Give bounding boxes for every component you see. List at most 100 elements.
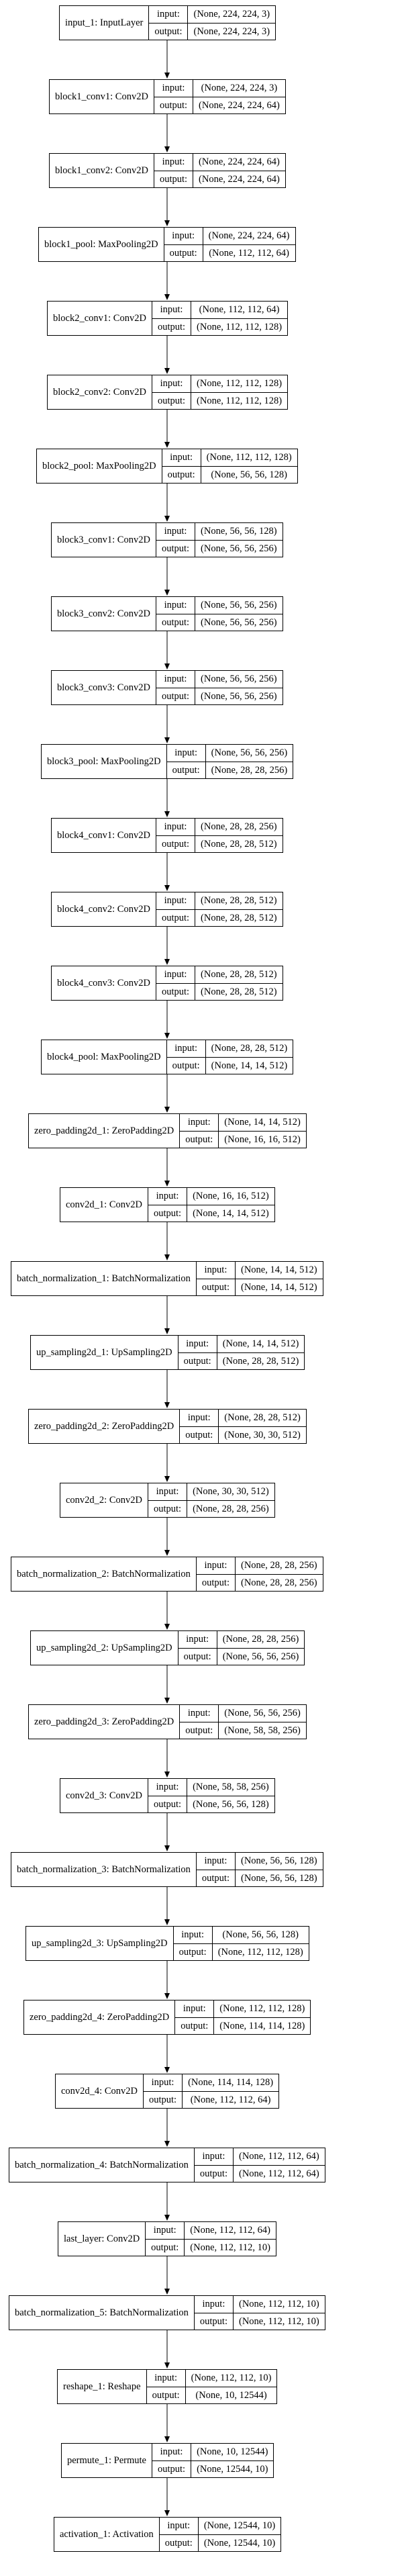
input-label: input:: [173, 1927, 212, 1944]
output-label: output:: [183, 1355, 211, 1367]
output-label: output:: [185, 1134, 213, 1145]
output-shape: (None, 112, 112, 64): [239, 2168, 319, 2179]
layer-name: batch_normalization_5: BatchNormalizatio…: [9, 2296, 195, 2330]
shape-values: (None, 112, 112, 10)(None, 112, 112, 10): [234, 2296, 325, 2330]
shape-values: (None, 114, 114, 128)(None, 112, 112, 64…: [183, 2074, 279, 2108]
input-shape: (None, 112, 112, 64): [234, 2148, 325, 2166]
io-labels: input:output:: [152, 375, 192, 409]
layer-name: block3_pool: MaxPooling2D: [42, 745, 167, 778]
output-label: output:: [161, 616, 190, 628]
output-shape: (None, 30, 30, 512): [224, 1429, 301, 1440]
arrowhead-icon: [164, 737, 170, 743]
layer-name: conv2d_2: Conv2D: [60, 1483, 148, 1517]
input-shape: (None, 224, 224, 3): [188, 6, 276, 24]
shape-values: (None, 28, 28, 256)(None, 28, 28, 256): [236, 1557, 323, 1591]
layer-name: batch_normalization_2: BatchNormalizatio…: [11, 1557, 197, 1591]
input-label: input:: [152, 2444, 191, 2461]
arrowhead-icon: [164, 2141, 170, 2147]
output-label: output:: [159, 99, 188, 111]
input-label: input:: [152, 302, 191, 319]
input-shape: (None, 112, 112, 10): [234, 2296, 325, 2313]
arrowhead-icon: [164, 146, 170, 152]
output-label: output:: [161, 912, 190, 923]
layer-name: zero_padding2d_4: ZeroPadding2D: [24, 2000, 176, 2034]
io-labels: input:output:: [159, 2518, 199, 2551]
input-label: input:: [156, 671, 195, 688]
io-labels: input:output:: [146, 2222, 185, 2256]
arrowhead-icon: [164, 1181, 170, 1187]
input-shape: (None, 28, 28, 512): [195, 966, 283, 984]
input-label: input:: [194, 2148, 233, 2166]
output-shape: (None, 12544, 10): [197, 2463, 268, 2475]
layer-name: block1_pool: MaxPooling2D: [39, 228, 164, 261]
output-label: output:: [161, 690, 190, 702]
arrowhead-icon: [164, 959, 170, 965]
output-shape: (None, 56, 56, 256): [201, 616, 277, 628]
output-label: output:: [201, 1872, 230, 1884]
output-label: output:: [178, 1946, 207, 1958]
layer-name: conv2d_3: Conv2D: [60, 1779, 148, 1812]
io-labels: input:output:: [166, 745, 206, 778]
layer-name: block4_conv2: Conv2D: [52, 892, 156, 926]
output-label: output:: [172, 1060, 200, 1071]
io-labels: input:output:: [154, 154, 194, 187]
arrowhead-icon: [164, 2067, 170, 2073]
io-labels: input:output:: [196, 1262, 236, 1295]
layer-name: block4_conv1: Conv2D: [52, 819, 156, 852]
input-label: input:: [175, 2000, 214, 2018]
layer-name: block2_conv1: Conv2D: [48, 302, 152, 335]
input-label: input:: [146, 2222, 185, 2240]
shape-values: (None, 28, 28, 256)(None, 28, 28, 512): [195, 819, 283, 852]
shape-values: (None, 224, 224, 64)(None, 224, 224, 64): [193, 154, 285, 187]
shape-values: (None, 112, 112, 10)(None, 10, 12544): [185, 2370, 277, 2403]
io-labels: input:output:: [154, 80, 194, 113]
output-shape: (None, 56, 56, 256): [201, 543, 277, 554]
output-shape: (None, 224, 224, 3): [193, 26, 270, 37]
layer-name: block4_pool: MaxPooling2D: [42, 1040, 167, 1074]
shape-values: (None, 112, 112, 64) (None, 112, 112, 64): [234, 2148, 325, 2182]
arrowhead-icon: [164, 2362, 170, 2368]
input-shape: (None, 112, 112, 128): [191, 375, 288, 393]
output-label: output:: [153, 1798, 182, 1810]
shape-values: (None, 28, 28, 256)(None, 56, 56, 256): [217, 1631, 305, 1665]
io-labels: input:output:: [156, 597, 196, 631]
input-shape: (None, 12544, 10): [198, 2518, 281, 2535]
io-labels: input:output:: [178, 1631, 217, 1665]
output-label: output:: [201, 1281, 230, 1293]
io-labels: input:output:: [194, 2296, 234, 2330]
layer-node: batch_normalization_5: BatchNormalizatio…: [9, 2295, 325, 2330]
output-label: output:: [157, 2463, 186, 2475]
output-label: output:: [157, 395, 186, 406]
layer-name: block1_conv2: Conv2D: [50, 154, 154, 187]
arrowhead-icon: [164, 368, 170, 374]
output-shape: (None, 28, 28, 256): [193, 1503, 269, 1514]
input-label: input:: [148, 1188, 187, 1205]
arrowhead-icon: [164, 1772, 170, 1778]
output-label: output:: [161, 986, 190, 997]
layer-name: batch_normalization_1: BatchNormalizatio…: [11, 1262, 197, 1295]
output-shape: (None, 28, 28, 256): [241, 1577, 317, 1588]
input-label: input:: [156, 892, 195, 910]
input-shape: (None, 224, 224, 64): [193, 154, 285, 171]
input-shape: (None, 56, 56, 256): [195, 597, 283, 614]
output-label: output:: [167, 469, 195, 480]
input-shape: (None, 28, 28, 256): [195, 819, 283, 836]
arrowhead-icon: [164, 2436, 170, 2442]
layer-name: up_sampling2d_2: UpSampling2D: [31, 1631, 178, 1665]
io-labels: input:output:: [149, 6, 189, 40]
input-shape: (None, 112, 112, 128): [214, 2000, 311, 2018]
output-shape: (None, 112, 112, 128): [197, 321, 283, 332]
output-shape: (None, 28, 28, 256): [211, 764, 288, 776]
shape-values: (None, 28, 28, 512)(None, 28, 28, 512): [195, 966, 283, 1000]
arrowhead-icon: [164, 1919, 170, 1925]
io-labels: input:output:: [148, 1779, 188, 1812]
